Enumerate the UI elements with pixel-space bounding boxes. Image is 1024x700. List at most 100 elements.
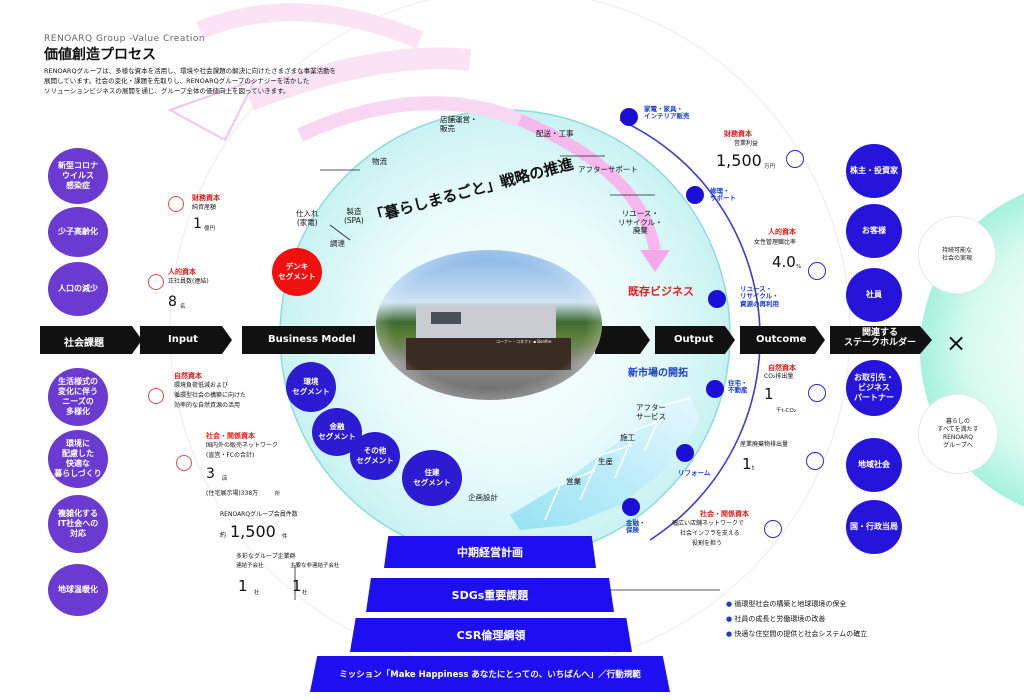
bullet-icon: ● bbox=[726, 615, 733, 623]
input-social-line-2: (直営・FCの合計) bbox=[206, 452, 255, 459]
vision-circle-sustainable: 持続可能な 社会の実現 bbox=[918, 216, 996, 294]
input-human-label: 正社員数(連結) bbox=[168, 278, 209, 285]
cross-symbol: × bbox=[946, 329, 967, 357]
step-logistics: 物流 bbox=[372, 157, 387, 166]
stakeholder-employees: 社員 bbox=[846, 268, 902, 322]
input-marker-natural bbox=[148, 388, 164, 404]
output-finance: 金融・ 保険 bbox=[626, 519, 646, 535]
new-market-label: 新市場の開拓 bbox=[628, 368, 688, 379]
issue-circle-lifestyle: 生活様式の 変化に伴う ニーズの 多様化 bbox=[48, 368, 108, 426]
outcome-social-line-2: 社会インフラを支える bbox=[680, 530, 740, 537]
input-natural-line-2: 循環型社会の構築に向けた bbox=[174, 392, 247, 399]
input-group-consolidated-unit: 社 bbox=[254, 590, 260, 596]
output-dot-reform bbox=[676, 444, 694, 462]
outcome-marker-social bbox=[764, 520, 782, 538]
issue-circle-it: 複雑化する IT社会への 対応 bbox=[48, 495, 108, 553]
output-reuse: リユース・ リサイクル・ 資源の再利用 bbox=[740, 285, 779, 308]
step-delivery: 配送・工事 bbox=[536, 129, 574, 138]
step-reuse: リユース・ リサイクル・ 廃棄 bbox=[618, 209, 663, 236]
outcome-natural-unit: 千t-CO₂ bbox=[776, 408, 797, 414]
output-reform: リフォーム bbox=[678, 469, 711, 477]
input-financial-title: 財務資本 bbox=[192, 194, 220, 202]
sdgs-item-2-text: 社員の成長と労働環境の改善 bbox=[734, 615, 826, 623]
stakeholder-customers: お客様 bbox=[846, 204, 902, 258]
pyramid-csr: CSR倫理綱領 bbox=[350, 618, 632, 652]
outcome-social-line-1: 幅広い店舗ネットワークで bbox=[672, 520, 745, 527]
input-members-unit: 件 bbox=[282, 534, 288, 540]
vision-sustainable-text: 持続可能な 社会の実現 bbox=[941, 247, 972, 262]
outcome-marker-financial bbox=[786, 150, 804, 168]
sdgs-item-1: ● 循環型社会の構築と地球環境の保全 bbox=[726, 600, 846, 608]
input-members-prefix: 約 bbox=[220, 532, 227, 539]
outcome-human-value: 4.0 bbox=[772, 253, 796, 271]
input-group-nonconsolidated-unit: 社 bbox=[302, 590, 308, 596]
input-natural-line-1: 環境負荷低減および bbox=[174, 382, 229, 389]
outcome-waste-label: 産業廃棄物排出量 bbox=[740, 441, 789, 448]
input-group-consolidated-value: 1 bbox=[238, 577, 248, 595]
sdgs-item-1-text: 循環型社会の構築と地球環境の保全 bbox=[734, 600, 847, 608]
stair-sales: 営業 bbox=[566, 477, 581, 486]
issue-circle-aging: 少子高齢化 bbox=[48, 207, 108, 257]
step-store: 店舗運営・ 販売 bbox=[440, 115, 478, 133]
flow-stakeholder: 関連する ステークホルダー bbox=[844, 328, 917, 348]
issue-circle-population: 人口の減少 bbox=[48, 262, 108, 316]
flow-output: Output bbox=[674, 334, 714, 345]
input-social-title: 社会・関係資本 bbox=[206, 432, 255, 440]
step-purchase: 仕入れ (家電) bbox=[296, 209, 319, 227]
brand-label: RENOARQ Group -Value Creation bbox=[44, 34, 206, 44]
outcome-marker-human bbox=[808, 262, 826, 280]
sdgs-item-2: ● 社員の成長と労働環境の改善 bbox=[726, 615, 825, 623]
input-natural-line-3: 効率的な自然資源の活用 bbox=[174, 402, 241, 409]
outcome-natural-label: CO₂排出量 bbox=[764, 373, 794, 380]
outcome-natural-value: 1 bbox=[764, 385, 774, 403]
input-social-unit: 店 bbox=[222, 476, 228, 482]
sdgs-item-3-text: 快適な住空間の提供と社会システムの確立 bbox=[734, 630, 868, 638]
outcome-social-title: 社会・関係資本 bbox=[700, 510, 749, 518]
stakeholder-community: 地域社会 bbox=[846, 438, 902, 492]
input-members-value: 1,500 bbox=[230, 522, 276, 541]
input-financial-label: 純資産額 bbox=[192, 204, 217, 211]
input-financial-value: 1 bbox=[193, 216, 202, 232]
bullet-icon: ● bbox=[726, 630, 733, 638]
photo-vignette bbox=[376, 250, 602, 400]
segment-kinyu: 金融 セグメント bbox=[312, 408, 362, 456]
pyramid-mission: ミッション「Make Happiness あなたにとっての、いちばんへ」／行動規… bbox=[310, 656, 670, 692]
pyramid-sdgs: SDGs重要課題 bbox=[366, 578, 614, 612]
step-manufacture: 製造 (SPA) bbox=[344, 207, 364, 225]
outcome-human-unit: % bbox=[796, 264, 802, 270]
description-line-3: ソリューションビジネスの展開を通じ、グループ全体の価値向上を図っていきます。 bbox=[44, 87, 290, 95]
segment-juken: 住建 セグメント bbox=[402, 450, 462, 506]
output-dot-reuse bbox=[708, 290, 726, 308]
input-marker-social bbox=[176, 455, 192, 471]
input-social-value: 3 bbox=[206, 466, 215, 482]
output-retail: 家電・家具・ インテリア販売 bbox=[644, 105, 690, 121]
input-group-nonconsolidated-label: 主要な非連結子会社 bbox=[290, 563, 340, 569]
outcome-waste-unit: t bbox=[752, 465, 755, 472]
flow-business-model: Business Model bbox=[268, 334, 356, 345]
existing-business-label: 既存ビジネス bbox=[628, 285, 694, 298]
pyramid-midterm-plan: 中期経営計画 bbox=[384, 536, 596, 568]
input-human-value: 8 bbox=[168, 294, 177, 310]
stair-production: 生産 bbox=[598, 457, 613, 466]
outcome-human-label: 女性管理職比率 bbox=[754, 239, 797, 246]
issue-circle-environment: 環境に 配慮した 快適な 暮らしづくり bbox=[48, 430, 108, 488]
segment-denki: デンキ セグメント bbox=[272, 248, 322, 296]
input-social-line-3-unit: 所 bbox=[275, 491, 281, 497]
outcome-natural-title: 自然資本 bbox=[768, 364, 796, 372]
output-dot-housing bbox=[706, 380, 724, 398]
segment-kankyo: 環境 セグメント bbox=[286, 362, 336, 412]
input-human-title: 人的資本 bbox=[168, 268, 196, 276]
input-human-unit: 名 bbox=[180, 304, 186, 310]
stakeholder-government: 国・行政当局 bbox=[846, 500, 902, 554]
outcome-human-title: 人的資本 bbox=[768, 228, 796, 236]
issue-circle-warming: 地球温暖化 bbox=[48, 564, 108, 616]
flow-bar bbox=[40, 326, 932, 354]
outcome-financial-label: 営業利益 bbox=[734, 140, 759, 147]
step-procurement: 調達 bbox=[330, 239, 345, 248]
page-title: 価値創造プロセス bbox=[44, 47, 156, 63]
stair-design: 企画設計 bbox=[468, 493, 498, 502]
outcome-financial-value: 1,500 bbox=[716, 151, 762, 170]
segment-sonota: その他 セグメント bbox=[350, 432, 400, 480]
step-aftersupport: アフターサポート bbox=[578, 165, 638, 174]
input-financial-unit: 億円 bbox=[204, 226, 216, 232]
